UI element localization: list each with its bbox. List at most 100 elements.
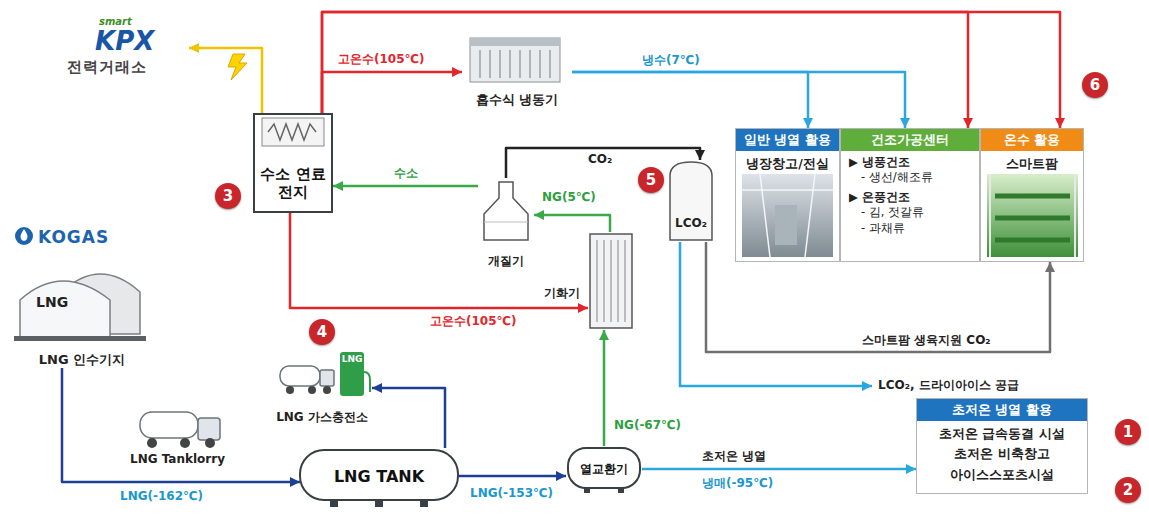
station-truck [286, 386, 294, 394]
flow-label: 냉매(-95℃) [700, 476, 775, 490]
flow-connector [603, 330, 606, 446]
tank-lorry [180, 438, 190, 448]
company-logo-text: KOGAS [38, 227, 109, 247]
vaporizer-unit [590, 234, 632, 328]
power-bolt [228, 54, 247, 80]
lng-station: LNGLNG 가스충전소 [272, 346, 372, 424]
lng-pump [340, 352, 364, 396]
vaporizer: 기화기 [588, 232, 634, 330]
node-title: 흡수식 냉동기 [476, 92, 559, 108]
node-text: 아이스스포츠시설 [917, 467, 1087, 483]
cold-store-photo [742, 174, 833, 257]
lng-tank-body [300, 450, 458, 507]
flow-note: 초저온 냉열 [702, 449, 766, 463]
fuel-cell-heater [262, 118, 324, 146]
flow-connector [62, 368, 300, 482]
tank-lorry [140, 412, 220, 448]
node-title: 건조가공센터 [841, 129, 979, 151]
kogas-mark [15, 227, 33, 245]
reformer-vessel [484, 222, 528, 223]
reformer-vessel [484, 182, 528, 240]
power-exchange-logo: smartKPX전력거래소 [65, 16, 189, 82]
chiller-unit [470, 38, 560, 46]
lco2-supply-arrow [680, 242, 872, 386]
station-truck [320, 370, 334, 386]
chiller-unit [470, 38, 560, 82]
station-truck [323, 386, 331, 394]
node-text: LNG 인수기지 [12, 352, 152, 368]
callout-number: 5 [638, 167, 664, 193]
flow-connector [506, 148, 700, 178]
node-text: 스마트팜 [981, 156, 1083, 171]
flow-connector [572, 72, 808, 128]
smart-farm-photo [995, 196, 1070, 240]
flow-connector [322, 12, 1060, 128]
node-text: 냉장창고/전실 [736, 156, 839, 171]
station-truck [308, 386, 316, 394]
flow-connector [572, 72, 905, 128]
lng-tank: LNG TANK [300, 448, 458, 506]
node-title: LNG TANK [334, 467, 424, 486]
smart-farm-photo [990, 174, 1075, 257]
terminal-tanks [14, 336, 146, 341]
flow-connector [534, 215, 610, 232]
vaporizer-unit [590, 234, 632, 328]
node-text: 초저온 급속동결 시설 [917, 426, 1087, 442]
lng-pump [340, 352, 370, 396]
vaporizer-unit [597, 240, 625, 322]
chiller-unit [470, 38, 560, 82]
flow-connector [322, 72, 462, 113]
station-truck [280, 366, 334, 394]
flow-connector [642, 468, 916, 471]
flow-connector [372, 388, 445, 448]
reformer: 개질기 [478, 178, 534, 268]
heat-exchanger-body [568, 448, 640, 488]
node-text: ▶ 냉풍건조 [841, 155, 979, 171]
lco2-tank: LCO₂ [668, 160, 714, 242]
heat-exchanger: 열교환기 [566, 446, 642, 492]
lco2-tank [670, 162, 712, 240]
heat-exchanger-body [568, 448, 640, 493]
node-text: - 과채류 [841, 221, 979, 237]
fuel-cell-heater [268, 124, 316, 140]
node-title: 열교환기 [580, 462, 628, 476]
callout-number: 2 [1115, 477, 1141, 503]
node-text: LNG 가스충전소 [262, 410, 382, 424]
tank-lorry [147, 438, 157, 448]
flow-label: NG(5℃) [540, 190, 598, 204]
chiller-unit [480, 50, 550, 78]
flow-label: 스마트팜 생육지원 CO₂ [860, 333, 993, 347]
lco2-tank [670, 162, 712, 240]
use-card: 온수 활용스마트팜 [980, 128, 1084, 262]
node-title: 개질기 [488, 254, 524, 268]
callout-number: 3 [215, 183, 241, 209]
node-title: 초저온 냉열 활용 [917, 399, 1087, 421]
flow-label: 수소 [392, 166, 420, 180]
flow-connector [322, 12, 968, 128]
flow-label: NG(-67℃) [612, 418, 683, 432]
terminal-tanks [20, 281, 110, 338]
flow-connector [333, 185, 478, 188]
node-text: ▶ 온풍건조 [841, 190, 979, 206]
flow-connector [458, 475, 566, 478]
cold-store-photo [742, 174, 833, 257]
node-text: - 김, 젓갈류 [841, 205, 979, 221]
lco2-supply-arrow [680, 242, 872, 386]
flow-connector [189, 48, 262, 113]
smart-farm-photo [987, 174, 1078, 257]
node-title: 기화기 [544, 286, 580, 300]
absorption-chiller: 흡수식 냉동기 [462, 36, 572, 108]
use-card: 일반 냉열 활용냉장창고/전실 [735, 128, 840, 262]
vehicle-label: LNG Tanklorry [130, 452, 225, 466]
callout-number: 1 [1115, 419, 1141, 445]
node-title: LNG [36, 294, 68, 311]
cold-store-photo [742, 174, 833, 257]
lng-terminal: LNG LNG 인수기지 [12, 258, 152, 368]
fuel-cell-box: 수소 연료전지 [253, 113, 333, 213]
flow-connector [290, 213, 588, 308]
tank-lorry [140, 412, 198, 438]
fuel-cell-heater [262, 118, 324, 146]
flow-label: 고온수(105℃) [336, 52, 427, 66]
kogas-mark [20, 229, 27, 241]
terminal-tanks [14, 274, 146, 341]
